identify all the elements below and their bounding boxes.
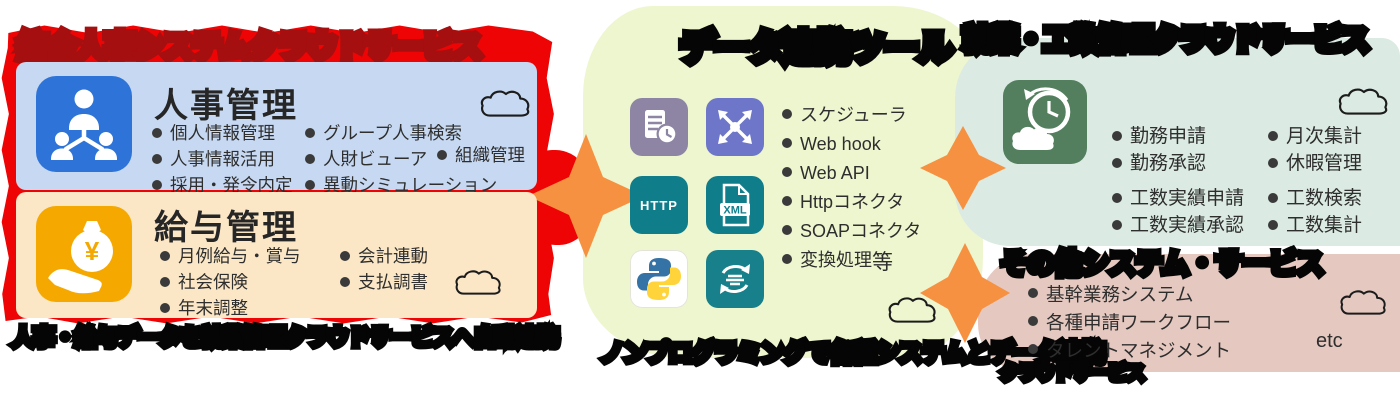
http-label: HTTP bbox=[640, 198, 678, 213]
list-item: 工数集計 bbox=[1268, 213, 1362, 239]
list-item: 勤務承認 bbox=[1112, 151, 1244, 177]
list-item: 会計連動 bbox=[340, 244, 428, 269]
list-item: 工数実績承認 bbox=[1112, 213, 1244, 239]
list-item: 変換処理 bbox=[782, 247, 921, 274]
list-item: グループ人事検索 bbox=[305, 121, 497, 146]
payroll-management-heading: 給与管理 bbox=[154, 209, 298, 247]
other-systems-list: 基幹業務システム 各種申請ワークフロー タレントマネジメント bbox=[1028, 281, 1231, 364]
middle-right-bottom-arrow bbox=[920, 243, 1010, 343]
list-item: 人事情報活用 bbox=[152, 147, 293, 172]
list-item: 各種申請ワークフロー bbox=[1028, 309, 1231, 336]
hr-system-caption: 人事・給与データを就業管理クラウドサービスへ自動連携 bbox=[8, 322, 562, 354]
hr-items-col1: 個人情報管理 人事情報活用 採用・発令内定 bbox=[152, 121, 293, 198]
integration-feature-list: スケジューラ Web hook Web API Httpコネクタ SOAPコネク… bbox=[782, 102, 921, 274]
integration-tool-title: データ連携ツール bbox=[675, 25, 957, 73]
cloud-icon bbox=[888, 297, 936, 323]
integration-caption: ノンプログラミングで各種システムとデータ連携 bbox=[597, 337, 1110, 371]
attendance-clock-cloud-icon bbox=[1003, 80, 1087, 164]
list-item: 社会保険 bbox=[160, 270, 301, 295]
convert-sync-icon bbox=[706, 250, 764, 308]
etc-label: etc bbox=[1316, 330, 1343, 352]
other-systems-title: その他システム・サービス bbox=[996, 245, 1327, 283]
list-item: 月次集計 bbox=[1268, 124, 1362, 150]
hr-items-col2: グループ人事検索 人財ビューア 異動シミュレーション bbox=[305, 121, 497, 198]
hr-system-title: 統合人事システムクラウドサービス bbox=[13, 27, 486, 69]
cloud-icon bbox=[1338, 88, 1388, 115]
list-item: Httpコネクタ bbox=[782, 189, 921, 216]
cloud-icon bbox=[1340, 290, 1386, 315]
payroll-items-col1: 月例給与・賞与 社会保険 年末調整 bbox=[160, 244, 301, 321]
list-item: Web hook bbox=[782, 131, 921, 158]
list-item: 人財ビューア bbox=[305, 147, 497, 172]
list-item: 勤務申請 bbox=[1112, 124, 1244, 150]
hr-items-col3: 組織管理 bbox=[437, 143, 525, 168]
connector-share-icon bbox=[706, 98, 764, 156]
attendance-items-col1: 勤務申請 勤務承認 工数実績申請 工数実績承認 bbox=[1112, 124, 1244, 239]
list-item: 採用・発令内定 bbox=[152, 173, 293, 198]
list-item: 年末調整 bbox=[160, 296, 301, 321]
cloud-icon bbox=[480, 90, 530, 117]
list-item: 基幹業務システム bbox=[1028, 281, 1231, 308]
list-item: 休暇管理 bbox=[1268, 151, 1362, 177]
list-item: 個人情報管理 bbox=[152, 121, 293, 146]
etc-label: 等 bbox=[872, 251, 893, 274]
list-item: 工数検索 bbox=[1268, 186, 1362, 212]
middle-right-top-arrow bbox=[920, 126, 1006, 210]
http-connector-icon: HTTP bbox=[630, 176, 688, 234]
cloud-icon bbox=[455, 270, 501, 295]
list-item: 組織管理 bbox=[437, 143, 525, 168]
scheduler-icon bbox=[630, 98, 688, 156]
list-item: 工数実績申請 bbox=[1112, 186, 1244, 212]
list-item: 月例給与・賞与 bbox=[160, 244, 301, 269]
payroll-money-icon: ¥ bbox=[36, 206, 132, 302]
attendance-items-col2: 月次集計 休暇管理 工数検索 工数集計 bbox=[1268, 124, 1362, 239]
list-item: タレントマネジメント bbox=[1028, 337, 1231, 364]
list-item: スケジューラ bbox=[782, 102, 921, 129]
payroll-items-col2: 会計連動 支払調書 bbox=[340, 244, 428, 295]
xml-file-icon: XML bbox=[706, 176, 764, 234]
xml-label: XML bbox=[723, 205, 747, 217]
left-middle-arrow bbox=[528, 134, 644, 258]
org-chart-icon bbox=[36, 76, 132, 172]
list-item: 異動シミュレーション bbox=[305, 173, 497, 198]
yen-symbol: ¥ bbox=[85, 236, 100, 266]
attendance-service-title: 就業・工数管理クラウドサービス bbox=[958, 20, 1373, 60]
python-icon bbox=[630, 250, 688, 308]
hr-management-heading: 人事管理 bbox=[154, 87, 298, 125]
other-systems-caption: クラウドサービス bbox=[996, 360, 1148, 388]
list-item: Web API bbox=[782, 160, 921, 187]
list-item: 支払調書 bbox=[340, 270, 428, 295]
list-item: SOAPコネクタ bbox=[782, 218, 921, 245]
